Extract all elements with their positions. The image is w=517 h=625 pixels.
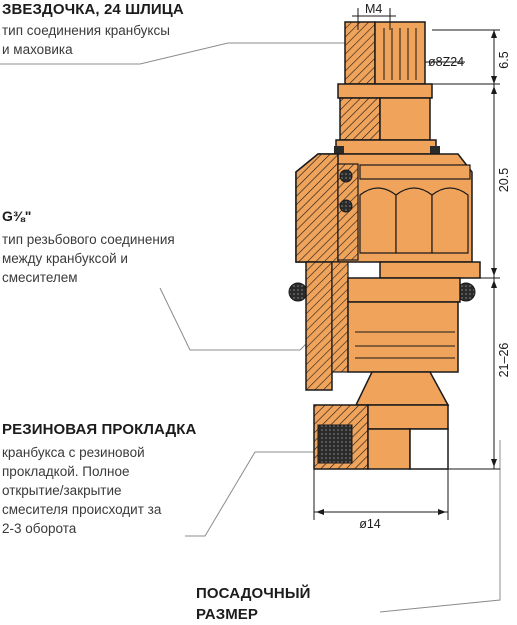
gasket-desc-line: прокладкой. Полное [2,464,130,479]
dim-top-height-label: 6.5 [497,51,511,68]
spline-desc-line: и маховика [2,42,73,57]
gasket-desc-line: смесителя происходит за [2,502,162,517]
thread-desc-line: тип резьбового соединения [2,232,175,247]
thread-description: тип резьбового соединения между кранбукс… [2,230,175,287]
dim-lower-height-label: 21–26 [497,343,511,378]
gasket-description: кранбукса с резиновой прокладкой. Полное… [2,443,161,538]
fit-size-line: РАЗМЕР [196,606,259,623]
dim-base-diameter-label: ø14 [359,517,381,531]
fit-size-label: ПОСАДОЧНЫЙ РАЗМЕР [196,583,326,625]
spline-head [334,21,440,155]
spline-desc-line: тип соединения кранбуксы [2,23,170,38]
dimension-arrows [316,30,497,515]
dimension-lines [313,8,500,520]
fit-size-line: ПОСАДОЧНЫЙ [196,585,311,602]
gasket-desc-line: 2-3 оборота [2,521,77,536]
dim-m4-label: M4 [365,2,382,16]
dim-body-height-label: 20.5 [497,168,511,192]
cartridge-base [313,404,449,470]
cartridge-body [288,153,481,406]
gasket-title: РЕЗИНОВАЯ ПРОКЛАДКА [2,421,197,438]
thread-title: G⅜" [2,208,32,224]
spline-description: тип соединения кранбуксы и маховика [2,21,170,59]
gasket-desc-line: кранбукса с резиновой [2,445,145,460]
thread-desc-line: смесителем [2,270,78,285]
thread-desc-line: между кранбуксой и [2,251,128,266]
spline-title: ЗВЕЗДОЧКА, 24 ШЛИЦА [2,1,184,18]
dim-spline-diameter-label: ø8Z24 [428,55,464,69]
gasket-desc-line: открытие/закрытие [2,483,122,498]
